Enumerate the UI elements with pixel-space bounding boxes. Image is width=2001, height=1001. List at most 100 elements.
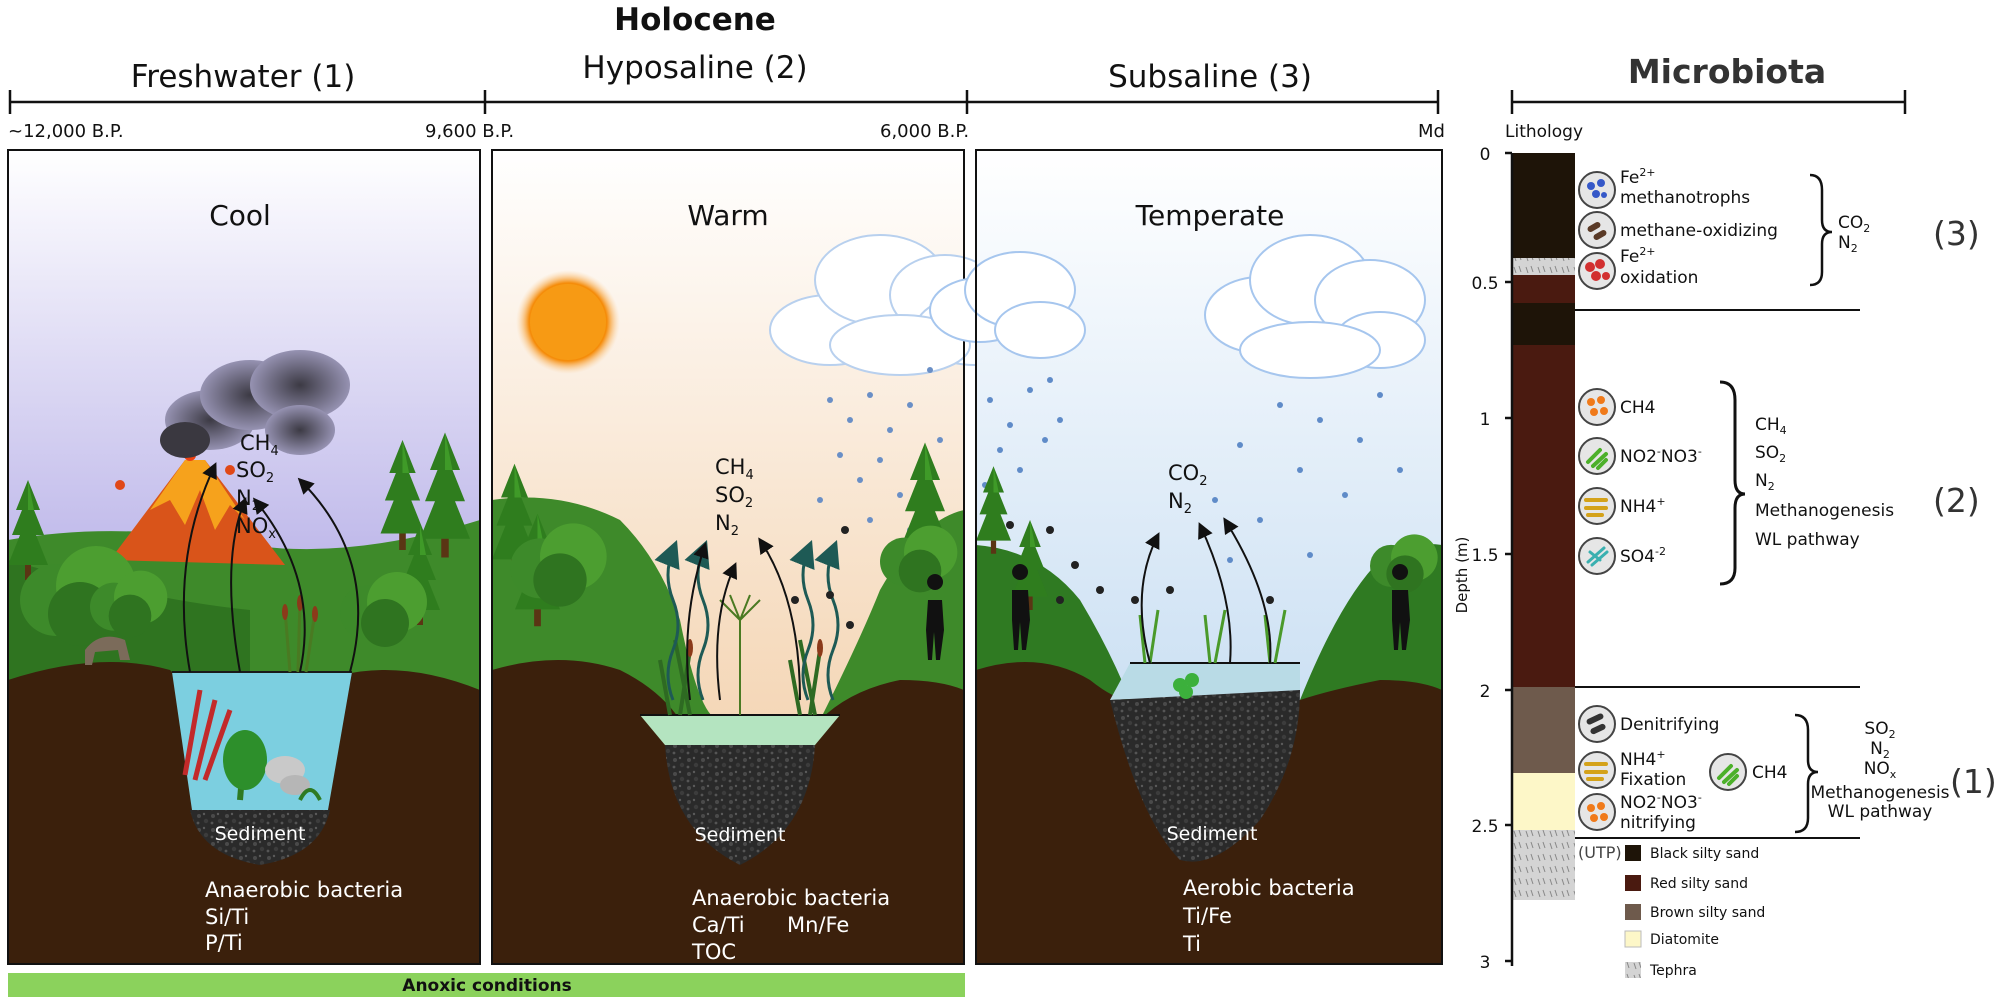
microbe-icon-fe-oxidation [1578,252,1616,290]
legend-label-1: Red silty sand [1650,876,1748,892]
lithology-label: Lithology [1505,122,1583,142]
svg-text:N2: N2 [715,511,739,539]
time-label-3: Md [1418,121,1445,142]
depth-axis-label: Depth (m) [1453,537,1471,614]
microbe-icon-so4 [1578,537,1616,575]
gases-3: CO2 N2 [1168,461,1207,517]
svg-text:N2: N2 [236,486,260,514]
zone1-item-denitrifying: Denitrifying [1620,715,1719,735]
panel-hyposaline: Warm CH4 SO2 N2 Sediment Anaerobic bacte… [491,149,1036,965]
stage-label-3: Subsaline (3) [1108,59,1312,95]
rain-icon-right [1212,392,1403,563]
gases-2: CH4 SO2 N2 [715,455,754,539]
bacteria-3-0: Aerobic bacteria [1183,876,1355,900]
zone3-item-0: Fe2+ [1620,166,1656,188]
time-label-2: 6,000 B.P. [880,121,969,142]
utp-label: (UTP) [1578,843,1622,862]
svg-text:SO2: SO2 [715,483,753,511]
zone3-number: (3) [1933,214,1980,253]
bacteria-1-0: Anaerobic bacteria [205,878,403,902]
svg-text:CO2: CO2 [1168,461,1207,489]
svg-text:CH4: CH4 [715,455,754,483]
legend-label-4: Tephra [1649,963,1697,979]
lithology-column: Lithology Depth (m) 0 0.5 1 1.5 2 2.5 3 … [1453,122,1860,979]
zone2-item-ch4: CH4 [1620,398,1655,418]
stage-label-1: Freshwater (1) [131,59,356,95]
stage-label-2: Hyposaline (2) [582,50,807,86]
zone3-item-1: methanotrophs [1620,188,1750,208]
panel-subsaline: Temperate CO2 N2 Sediment Aerobic bacter… [929,149,1443,965]
svg-text:CH4: CH4 [1755,415,1787,437]
zone3-item-4: oxidation [1620,268,1698,288]
legend-label-2: Brown silty sand [1650,905,1765,921]
legend-label-3: Diatomite [1650,932,1719,948]
timeline-bar [8,90,1440,114]
depth-tick-0: 0 [1480,145,1491,165]
svg-text:WL pathway: WL pathway [1828,802,1933,822]
microbiota-title: Microbiota [1628,52,1826,91]
zone1-item-nh4: NH4+ [1620,748,1666,770]
header: Holocene Freshwater (1) Hyposaline (2) S… [8,2,1907,142]
svg-text:NOx: NOx [236,514,276,542]
svg-text:Methanogenesis: Methanogenesis [1810,783,1949,803]
zone1-item-ch4: CH4 [1752,763,1787,783]
depth-tick-6: 3 [1480,953,1491,973]
zone2-item-no2-no3: NO2-NO3- [1620,445,1702,467]
era-title: Holocene [614,2,776,38]
climate-label-3: Temperate [1135,199,1285,232]
microbe-icon-no2-no3 [1578,437,1616,475]
legend-swatch-3 [1624,930,1642,948]
sediment-label-1: Sediment [215,823,306,845]
bacteria-1-1: Si/Ti [205,905,249,929]
anoxic-bar: Anoxic conditions [8,973,965,997]
bacteria-2-2: Mn/Fe [787,913,849,937]
zone2-item-nh4: NH4+ [1620,495,1666,517]
legend-swatch-4 [1625,962,1641,978]
anoxic-label: Anoxic conditions [402,976,571,996]
microbe-icon-ch4 [1578,388,1616,426]
zone3-item-3: Fe2+ [1620,245,1656,267]
svg-text:SO2: SO2 [1755,443,1786,465]
svg-text:SO2: SO2 [236,458,274,486]
time-label-1: 9,600 B.P. [425,121,514,142]
time-label-0: ~12,000 B.P. [8,121,124,142]
microbiota-bar [1510,90,1907,114]
lithology-legend: Black silty sand Red silty sand Brown si… [1624,845,1765,979]
zone1-summary: SO2 N2 NOx Methanogenesis WL pathway [1810,719,1949,822]
svg-text:SO2: SO2 [1864,719,1895,741]
svg-text:NOx: NOx [1864,759,1897,781]
legend-swatch-2 [1625,904,1641,920]
svg-text:N2: N2 [1755,471,1775,493]
gases-1: CH4 SO2 N2 NOx [236,431,279,542]
sediment-label-3: Sediment [1167,823,1258,845]
zone3-item-2: methane-oxidizing [1620,221,1778,241]
bacteria-1-2: P/Ti [205,931,243,955]
microbe-icon-ch4-zone1 [1709,753,1747,791]
climate-label-1: Cool [209,199,271,232]
svg-text:N2: N2 [1870,739,1890,761]
microbe-icon-methane-oxidizing [1578,211,1616,249]
sediment-label-2: Sediment [695,824,786,846]
zone2-number: (2) [1933,481,1980,520]
rain-icon-left [982,377,1063,488]
microbe-icon-nitrifying [1578,793,1616,831]
svg-text:CH4: CH4 [240,431,279,459]
depth-tick-5: 2.5 [1471,817,1498,837]
climate-label-2: Warm [687,199,768,232]
legend-label-0: Black silty sand [1650,846,1759,862]
zone1-number: (1) [1950,762,1997,801]
zone2-item-so4: SO4-2 [1620,545,1666,567]
microbe-icon-denitrifying [1578,705,1616,743]
zone1-brace [1794,713,1819,834]
zone-1: Denitrifying NH4+ Fixation NO2-NO3- nitr… [1578,705,1997,834]
microbe-icon-nh4 [1578,487,1616,525]
depth-tick-4: 2 [1480,682,1491,702]
depth-tick-1: 0.5 [1471,274,1498,294]
zone3-gas-0: CO2 [1838,213,1870,235]
svg-text:WL pathway: WL pathway [1755,530,1860,550]
zone2-summary: CH4 SO2 N2 Methanogenesis WL pathway [1755,415,1894,550]
zone1-item-no2-no3: NO2-NO3- [1620,791,1702,813]
panel-freshwater: Cool CH4 SO2 N2 NOx Sediment Anaerobic b… [7,149,481,965]
zone1-item-fixation: Fixation [1620,770,1686,790]
